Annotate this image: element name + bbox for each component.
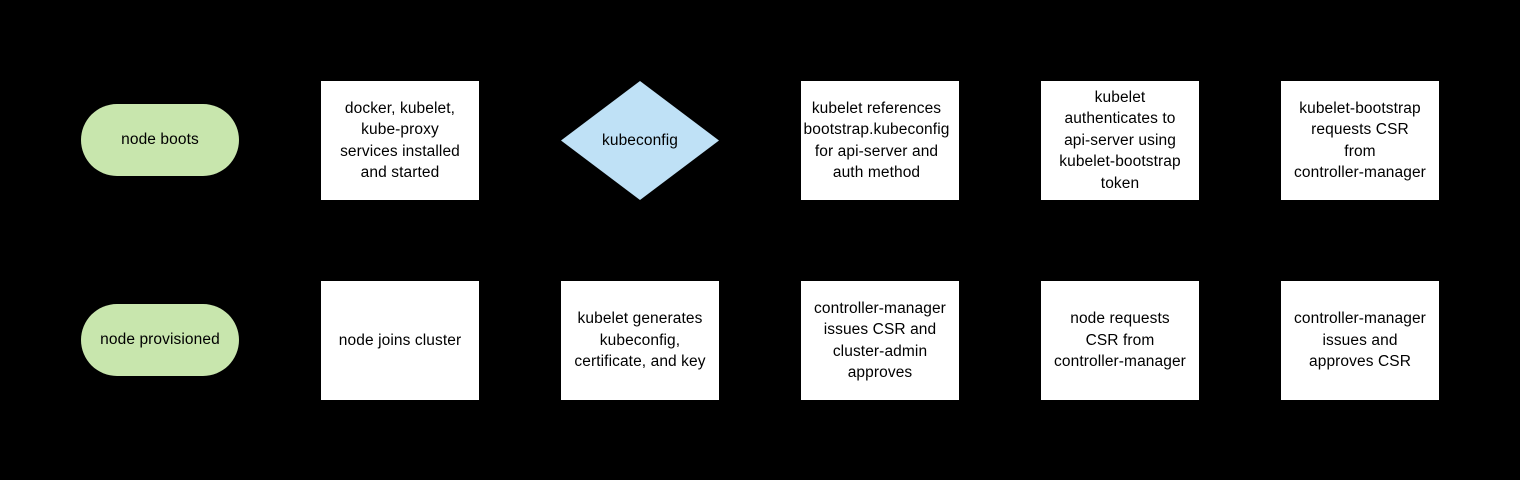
node-label: kubelet-bootstrap requests CSR from cont… [1294, 99, 1426, 182]
node-label: kubelet references bootstrap.kubeconfig … [803, 99, 950, 182]
node-label: docker, kubelet, kube-proxy services ins… [340, 99, 460, 182]
node-controller-manager-issues-approves[interactable]: controller-manager issues and approves C… [1281, 281, 1439, 400]
node-label: node joins cluster [338, 331, 462, 349]
node-label: node requests CSR from controller-manage… [1054, 310, 1186, 371]
node-kubelet-references-bootstrap-kubeconfig[interactable]: kubelet references bootstrap.kubeconfig … [801, 81, 959, 200]
node-label: node provisioned [100, 331, 220, 349]
node-kubelet-generates-kubeconfig[interactable]: kubelet generates kubeconfig, certificat… [561, 281, 719, 400]
node-kubelet-authenticates[interactable]: kubelet authenticates to api-server usin… [1041, 81, 1199, 200]
node-node-requests-csr[interactable]: node requests CSR from controller-manage… [1041, 281, 1199, 400]
node-bootstrap-requests-csr[interactable]: kubelet-bootstrap requests CSR from cont… [1281, 81, 1439, 200]
node-node-provisioned[interactable]: node provisioned [81, 304, 239, 376]
node-kubeconfig-decision[interactable]: kubeconfig [561, 81, 719, 200]
node-node-joins-cluster[interactable]: node joins cluster [321, 281, 479, 400]
node-label: controller-manager issues CSR and cluste… [814, 299, 946, 382]
node-services-installed[interactable]: docker, kubelet, kube-proxy services ins… [321, 81, 479, 200]
node-label: kubelet authenticates to api-server usin… [1059, 88, 1181, 192]
node-label: node boots [121, 131, 199, 149]
node-label: controller-manager issues and approves C… [1294, 310, 1426, 371]
node-controller-manager-issues-csr[interactable]: controller-manager issues CSR and cluste… [801, 281, 959, 400]
node-label: kubeconfig [602, 131, 678, 149]
node-label: kubelet generates kubeconfig, certificat… [574, 310, 706, 371]
node-node-boots[interactable]: node boots [81, 104, 239, 176]
